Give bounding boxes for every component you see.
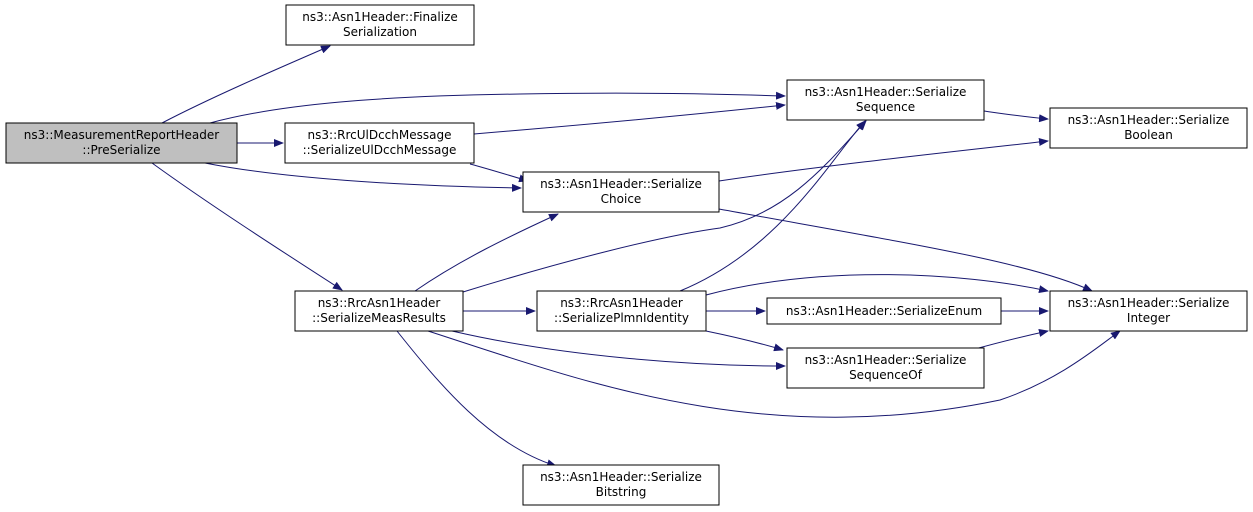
edge-preserialize-seq [209,91,786,124]
edge-choice-bool [718,138,1049,182]
node-label-line2: Sequence [856,100,915,114]
node-label-line2: ::PreSerialize [82,143,160,157]
node-integer[interactable]: ns3::Asn1Header::Serialize Integer [1049,290,1248,332]
node-bitstring[interactable]: ns3::Asn1Header::Serialize Bitstring [522,464,720,506]
node-label-line1: ns3::Asn1Header::SerializeEnum [786,304,982,318]
node-label-line1: ns3::RrcUlDcchMessage [308,128,452,142]
node-label-line1: ns3::MeasurementReportHeader [24,128,220,142]
node-choice[interactable]: ns3::Asn1Header::Serialize Choice [522,171,720,213]
node-plmn[interactable]: ns3::RrcAsn1Header ::SerializePlmnIdenti… [536,290,707,332]
node-label-line1: ns3::Asn1Header::Serialize [540,177,702,191]
edge-meas-bitstring [396,330,557,468]
node-label-line1: ns3::RrcAsn1Header [318,296,441,310]
node-label-line1: ns3::Asn1Header::Finalize [302,10,458,24]
edge-uldcch-seq [473,101,786,135]
node-label-line2: ::SerializeUlDcchMessage [303,143,457,157]
edge-seq-bool [983,110,1049,123]
edge-uldcch-choice [469,163,529,183]
node-label-line2: ::SerializePlmnIdentity [554,311,689,325]
edge-preserialize-choice [204,162,522,192]
node-label-line2: Serialization [343,25,417,39]
node-label-line2: Bitstring [596,485,647,499]
node-label-line2: SequenceOf [849,368,923,382]
node-seq[interactable]: ns3::Asn1Header::Serialize Sequence [786,79,985,121]
node-label-line2: Boolean [1124,128,1173,142]
edge-plmn-integer [705,274,1049,296]
node-preserialize[interactable]: ns3::MeasurementReportHeader ::PreSerial… [5,122,238,164]
node-finalize[interactable]: ns3::Asn1Header::Finalize Serialization [285,4,475,46]
node-uldcch[interactable]: ns3::RrcUlDcchMessage ::SerializeUlDcchM… [284,122,475,164]
edge-preserialize-finalize [161,45,331,124]
edge-meas-seqof [451,330,786,370]
node-seqof[interactable]: ns3::Asn1Header::Serialize SequenceOf [786,347,985,389]
node-label-line1: ns3::RrcAsn1Header [560,296,683,310]
edge-meas-seq [462,120,867,293]
edge-preserialize-meas [151,162,343,291]
edge-choice-integer [718,208,1093,292]
node-label-line1: ns3::Asn1Header::Serialize [805,353,967,367]
edge-plmn-seqof [705,330,784,352]
node-label-line2: ::SerializeMeasResults [312,311,446,325]
node-label-line1: ns3::Asn1Header::Serialize [540,470,702,484]
node-label-line2: Choice [601,192,642,206]
edge-plmn-seq [679,120,866,292]
node-label-line2: Integer [1127,311,1170,325]
edge-meas-choice [414,213,559,292]
node-label-line1: ns3::Asn1Header::Serialize [1068,296,1230,310]
node-meas[interactable]: ns3::RrcAsn1Header ::SerializeMeasResult… [294,290,464,332]
edge-meas-integer [427,330,1121,418]
node-label-line1: ns3::Asn1Header::Serialize [805,85,967,99]
edges [151,45,1121,468]
edge-seqof-integer [974,329,1049,350]
node-bool[interactable]: ns3::Asn1Header::Serialize Boolean [1049,107,1248,149]
node-enum[interactable]: ns3::Asn1Header::SerializeEnum [766,297,1002,325]
node-label-line1: ns3::Asn1Header::Serialize [1068,113,1230,127]
